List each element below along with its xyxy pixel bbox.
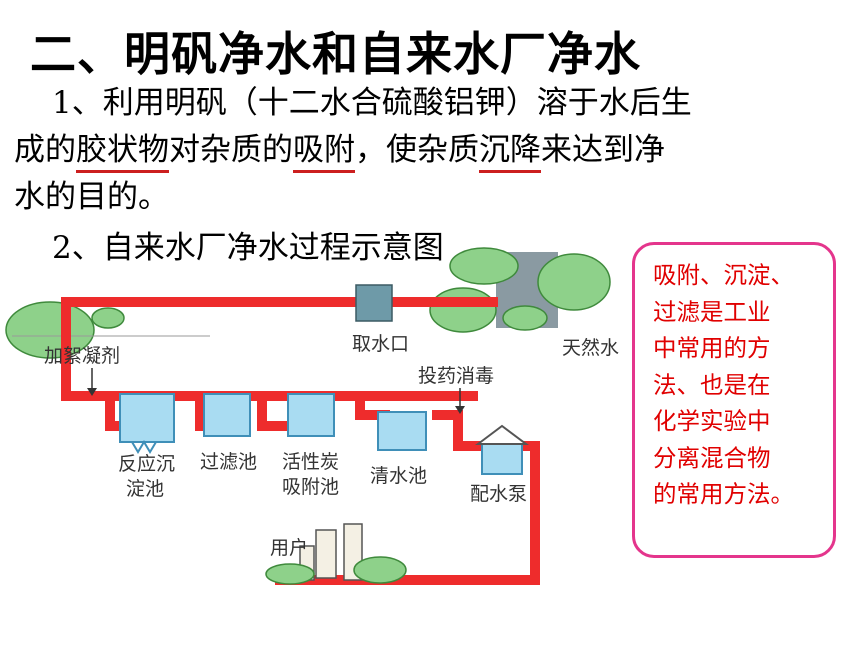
- pump-roof: [475, 424, 529, 445]
- callout-line: 过滤是工业: [653, 297, 771, 326]
- reaction-tank: [119, 393, 175, 443]
- para-line-3: 水的目的。: [14, 179, 169, 215]
- intake-box: [355, 284, 393, 322]
- para-line-2: 成的胶状物对杂质的吸附，使杂质沉降来达到净: [14, 127, 834, 174]
- callout-line: 吸附、沉淀、: [653, 261, 794, 289]
- label-pump: 配水泵: [470, 483, 528, 505]
- underlined-term-colloid: 胶状物: [76, 132, 169, 173]
- diagram-subtitle: 2、自来水厂净水过程示意图: [52, 230, 444, 266]
- label-clear-tank: 清水池: [370, 465, 428, 487]
- label-coagulant: 加絮凝剂: [44, 345, 121, 367]
- tree-icon: [502, 305, 548, 331]
- para-text: ，使杂质: [355, 132, 479, 168]
- label-reaction-tank-2: 淀池: [126, 478, 165, 500]
- building-icon: [315, 529, 337, 579]
- underlined-term-adsorption: 吸附: [293, 132, 355, 173]
- callout-line: 的常用方法。: [653, 480, 794, 508]
- label-carbon-tank-1: 活性炭: [282, 451, 340, 473]
- callout-box: 吸附、沉淀、 过滤是工业 中常用的方 法、也是在 化学实验中 分离混合物 的常用…: [632, 242, 836, 558]
- tree-icon: [91, 307, 125, 329]
- diagram-graphic: [5, 247, 611, 585]
- label-reaction-tank-1: 反应沉: [118, 453, 176, 475]
- tree-icon: [265, 563, 315, 585]
- label-intake: 取水口: [352, 333, 410, 355]
- label-user: 用户: [270, 537, 309, 559]
- callout-line: 中常用的方: [653, 334, 771, 362]
- para-text: 对杂质的: [169, 132, 293, 168]
- arrow-down-icon: [455, 406, 465, 414]
- tree-icon: [353, 556, 407, 584]
- para-line-1: 1、利用明矾（十二水合硫酸铝钾）溶于水后生: [52, 85, 692, 121]
- label-carbon-tank-2: 吸附池: [282, 476, 340, 498]
- callout-line: 化学实验中: [653, 407, 771, 435]
- tree-icon: [449, 247, 519, 285]
- tree-icon: [537, 253, 611, 311]
- pump-house: [481, 443, 523, 475]
- label-filter-tank: 过滤池: [200, 451, 258, 473]
- filter-tank: [203, 393, 251, 437]
- arrow-down-icon: [87, 388, 97, 396]
- page-title: 二、明矾净水和自来水厂净水: [30, 27, 641, 81]
- para-text: 成的: [14, 132, 76, 168]
- tree-icon: [429, 287, 497, 333]
- underlined-term-sedimentation: 沉降: [479, 132, 541, 173]
- reaction-tank-bottom: [131, 440, 157, 454]
- label-natural-water: 天然水: [562, 337, 620, 359]
- para-text: 来达到净: [541, 132, 665, 168]
- paragraph-alum: 1、利用明矾（十二水合硫酸铝钾）溶于水后生 成的胶状物对杂质的吸附，使杂质沉降来…: [14, 80, 834, 221]
- carbon-tank: [287, 393, 335, 437]
- tree-icon: [5, 301, 95, 359]
- water-plant-diagram: 取水口 天然水 加絮凝剂 投药消毒 反应沉 淀池 过滤池 活性炭 吸附池 清水池…: [0, 240, 630, 594]
- callout-line: 分离混合物: [653, 443, 771, 472]
- callout-line: 法、也是在: [653, 370, 771, 399]
- label-disinfect: 投药消毒: [418, 365, 495, 387]
- clear-water-tank: [377, 411, 427, 451]
